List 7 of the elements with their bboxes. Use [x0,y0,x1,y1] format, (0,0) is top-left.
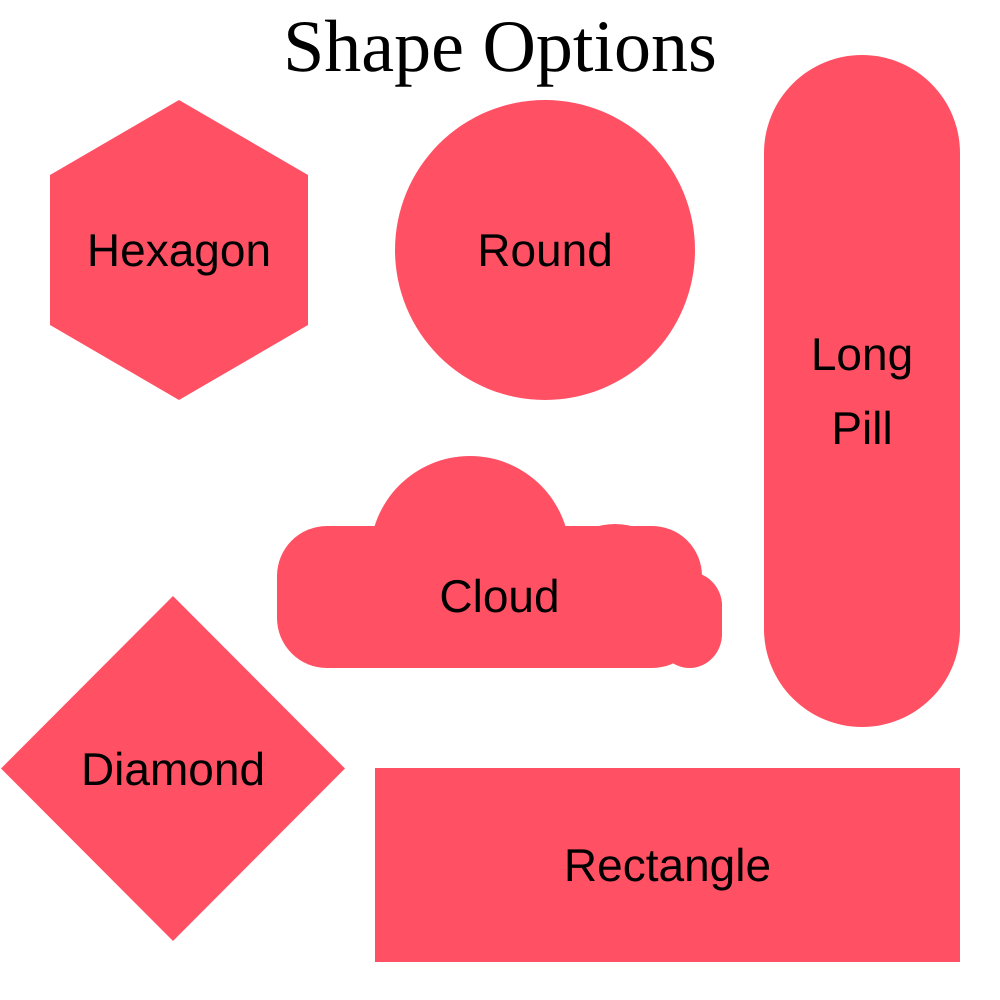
shape-label: Round [477,223,613,278]
shape-label: Hexagon [86,223,272,278]
shape-label: Diamond [80,742,266,796]
shape-label: Cloud [439,568,560,624]
shape-label: Long Pill [810,327,914,456]
shape-label: Rectangle [564,838,772,893]
diagram-title: Shape Options [282,5,718,90]
